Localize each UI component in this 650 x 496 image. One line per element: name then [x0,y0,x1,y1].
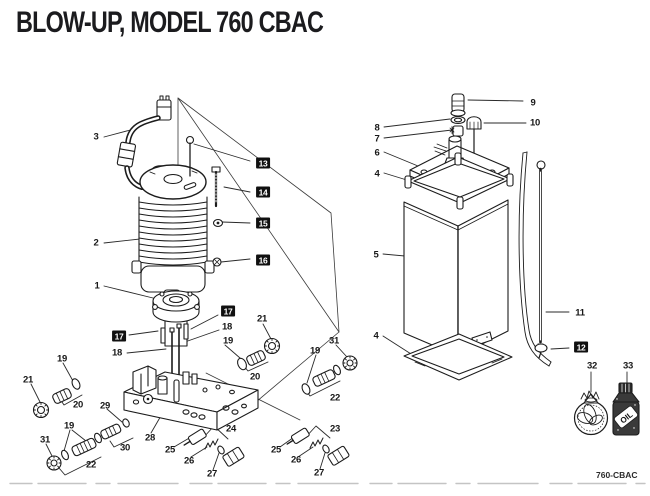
callout-17-box-left: 17 [112,330,126,342]
callout-32: 32 [587,360,597,372]
callout-8: 8 [374,122,380,134]
callout-28: 28 [145,432,155,444]
callout-4-top: 4 [374,168,380,180]
pump-head [152,290,200,399]
gasket-top [404,152,514,210]
callout-23: 23 [330,423,340,435]
callout-19-right: 19 [310,345,320,357]
callout-27-a: 27 [207,468,217,480]
pin-17-right [183,323,189,340]
callout-6: 6 [374,147,380,159]
callout-21-left: 21 [23,374,33,386]
callout-4-bottom: 4 [373,330,379,342]
valve-manifold [123,365,259,431]
callout-5: 5 [373,249,379,261]
dipstick-plug-12 [534,343,548,353]
fitting-group-24 [183,428,245,467]
reservoir-tank [403,199,509,357]
callout-25-b: 25 [271,444,281,456]
fitting-group-right [301,355,358,395]
callout-12-box: 12 [574,341,588,353]
callout-19-upper-left: 19 [57,353,67,365]
strainer-7 [452,125,464,137]
callout-22-left: 22 [86,459,96,471]
callout-17-box-right: 17 [221,305,235,317]
callout-26-b: 26 [291,454,301,466]
callout-11: 11 [575,307,585,319]
washer-8 [450,115,466,125]
callout-2: 2 [93,237,99,249]
callout-20-left: 20 [73,399,83,411]
drawing-code: 760-CBAC [596,470,638,480]
callout-16-box: 16 [256,254,270,266]
callout-14-box: 14 [256,186,270,198]
callout-15-box: 15 [256,217,270,229]
callout-25-a: 25 [165,444,175,456]
motor-hardware [185,135,224,267]
parts-bag [573,390,609,436]
motor [131,164,215,300]
side-panel [518,151,552,367]
callout-24: 24 [226,423,236,435]
gasket-bottom [403,333,513,381]
fitting-group-center [237,337,281,371]
callout-30: 30 [120,442,130,454]
callout-19-lower-left: 19 [64,420,74,432]
callout-10: 10 [530,117,540,129]
page-title: BLOW-UP, MODEL 760 CBAC [16,6,324,39]
callout-18-right: 18 [222,321,232,333]
callout-20-center: 20 [250,371,260,383]
callout-3: 3 [93,131,99,143]
fitting-group-lower-left [46,418,130,471]
dipstick [534,160,548,359]
callout-22-right: 22 [330,392,340,404]
callout-29: 29 [100,400,110,412]
callout-1: 1 [94,280,100,292]
callout-27-b: 27 [314,467,324,479]
callout-9: 9 [530,97,536,109]
callout-31-left: 31 [40,434,50,446]
callout-26-a: 26 [184,455,194,467]
fitting-group-23 [286,427,350,466]
callout-31-right: 31 [329,335,339,347]
callout-21-center: 21 [257,313,267,325]
fitting-group-upper-left [32,378,81,419]
callout-18-left: 18 [112,347,122,359]
callout-19-center: 19 [223,335,233,347]
pin-17-left [160,327,166,344]
callout-7: 7 [374,133,380,145]
callout-33: 33 [623,360,633,372]
callout-13-box: 13 [256,157,270,169]
oil-bottle: OIL [612,382,640,436]
